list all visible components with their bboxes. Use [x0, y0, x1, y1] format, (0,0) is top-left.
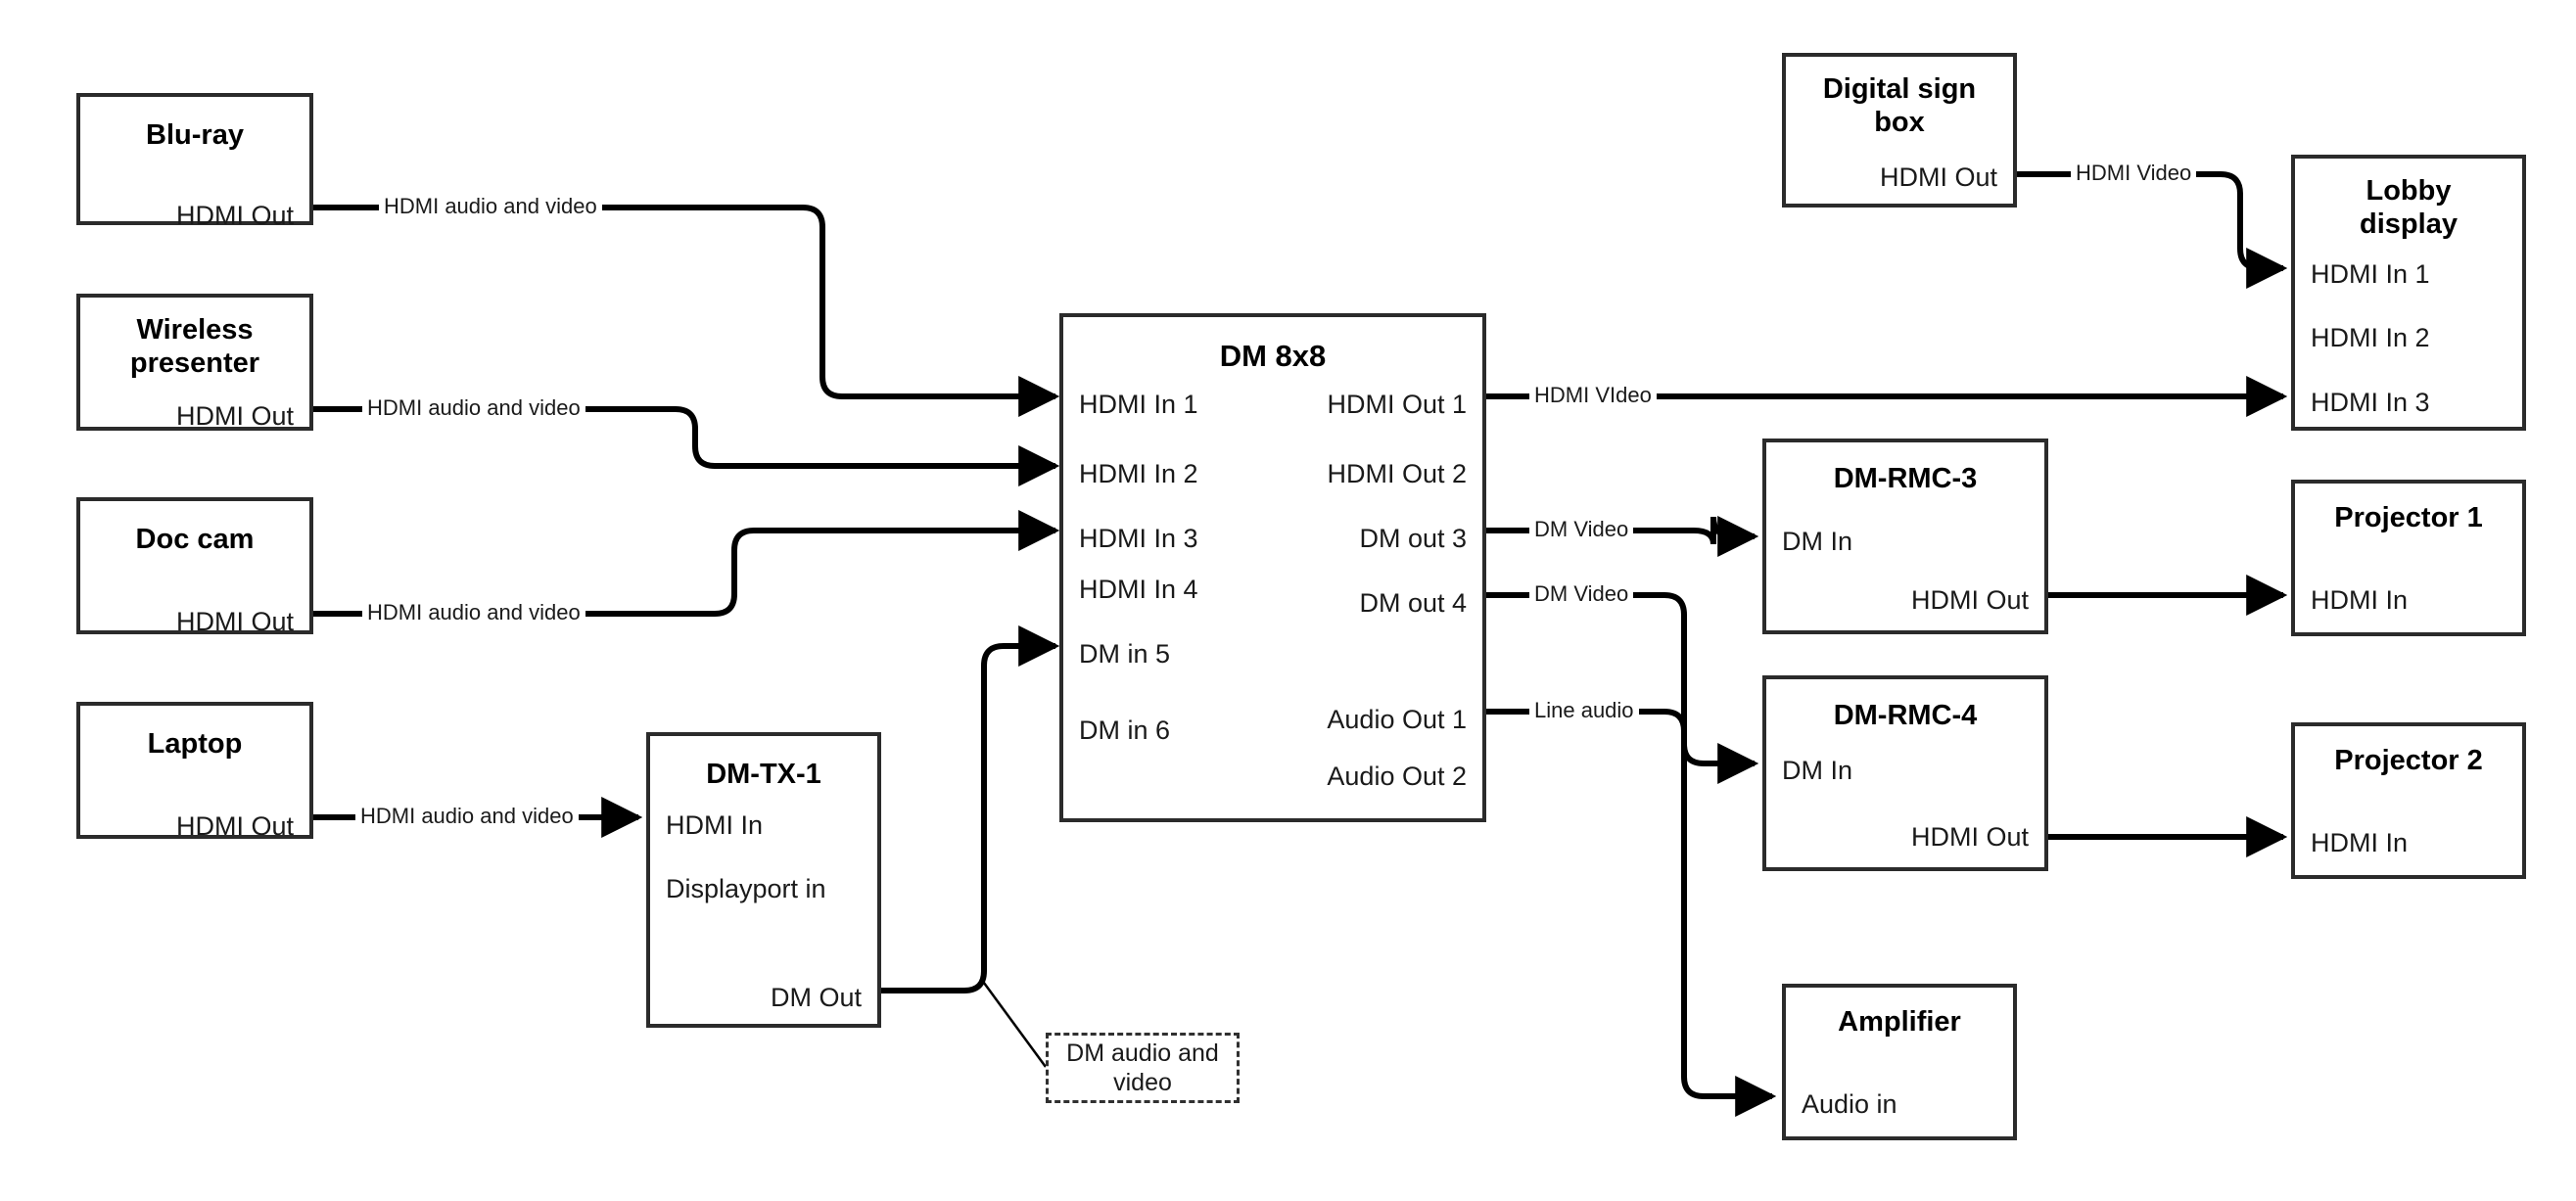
node-digital-sign-box[interactable]: Digital sign box HDMI Out — [1782, 53, 2017, 208]
node-dm-rmc-4-port-hdmi-out: HDMI Out — [1910, 822, 2029, 852]
node-projector-1[interactable]: Projector 1 HDMI In — [2291, 480, 2526, 636]
node-bluray-port-hdmi-out: HDMI Out — [175, 201, 294, 230]
node-dm-rmc-4-port-dm-in: DM In — [1782, 756, 1853, 785]
node-dm-8x8-output-hdmi-out-1: HDMI Out 1 — [1327, 390, 1467, 419]
wire-label-dm-out3-to-rmc3: DM Video — [1529, 519, 1634, 540]
node-lobby-display-input-hdmi-in-2: HDMI In 2 — [2311, 323, 2430, 352]
node-lobby-display-input-hdmi-in-1: HDMI In 1 — [2311, 259, 2430, 289]
node-dm-rmc-3-port-dm-in: DM In — [1782, 527, 1853, 556]
node-wireless-presenter-port-hdmi-out: HDMI Out — [175, 401, 294, 431]
node-dm-8x8-input-hdmi-in-2: HDMI In 2 — [1079, 459, 1198, 488]
node-lobby-display-input-hdmi-in-3: HDMI In 3 — [2311, 388, 2430, 417]
wire-bluray-to-dm-hdmi-in-1 — [313, 205, 1060, 417]
wire-label-audio-out1-to-amplifier: Line audio — [1529, 700, 1639, 721]
node-dm-tx-1-port-dm-out: DM Out — [770, 983, 862, 1012]
node-bluray-title: Blu-ray — [146, 119, 244, 151]
node-projector-2-port-hdmi-in: HDMI In — [2311, 828, 2409, 857]
node-dm-rmc-3-title: DM-RMC-3 — [1833, 463, 1978, 494]
node-dm-8x8-input-hdmi-in-4: HDMI In 4 — [1079, 575, 1198, 604]
node-amplifier-title: Amplifier — [1838, 1006, 1961, 1038]
node-dm-8x8[interactable]: DM 8x8 HDMI In 1 HDMI In 2 HDMI In 3 HDM… — [1059, 313, 1486, 822]
node-digital-sign-box-port-hdmi-out: HDMI Out — [1879, 162, 1997, 192]
node-dm-8x8-input-dm-in-6: DM in 6 — [1079, 716, 1171, 745]
wire-label-dm-out1-to-lobby: HDMI VIdeo — [1529, 385, 1657, 406]
node-dm-8x8-output-hdmi-out-2: HDMI Out 2 — [1327, 459, 1467, 488]
node-dm-tx-1-title: DM-TX-1 — [706, 759, 821, 790]
node-dm-8x8-output-dm-out-4: DM out 4 — [1359, 588, 1467, 618]
wire-audio-out-1-to-amplifier — [1486, 709, 1777, 1117]
wire-label-doccam-to-dm: HDMI audio and video — [362, 602, 585, 624]
node-dm-8x8-title: DM 8x8 — [1219, 339, 1327, 373]
node-projector-1-title: Projector 1 — [2334, 502, 2483, 533]
node-wireless-presenter[interactable]: Wireless presenter HDMI Out — [76, 294, 313, 431]
node-bluray[interactable]: Blu-ray HDMI Out — [76, 93, 313, 229]
node-dm-8x8-input-hdmi-in-1: HDMI In 1 — [1079, 390, 1198, 419]
node-dm-8x8-input-hdmi-in-3: HDMI In 3 — [1079, 524, 1198, 553]
node-dm-tx-1-port-hdmi-in: HDMI In — [666, 810, 764, 840]
node-dm-tx-1[interactable]: DM-TX-1 HDMI In Displayport in DM Out — [646, 732, 881, 1028]
wire-dmtx1-to-dm-in-5 — [881, 625, 1060, 993]
node-doc-cam-title: Doc cam — [135, 524, 255, 555]
node-laptop-port-hdmi-out: HDMI Out — [175, 811, 294, 841]
node-amplifier[interactable]: Amplifier Audio in — [1782, 984, 2017, 1140]
node-digital-sign-box-title: Digital sign box — [1822, 73, 1977, 139]
node-dm-8x8-output-audio-out-2: Audio Out 2 — [1327, 762, 1467, 791]
node-doc-cam-port-hdmi-out: HDMI Out — [175, 607, 294, 636]
wire-label-wireless-to-dm: HDMI audio and video — [362, 397, 585, 419]
wire-label-digitalsign-to-lobby: HDMI Video — [2071, 162, 2197, 184]
note-dm-audio-and-video: DM audio and video — [1046, 1033, 1240, 1103]
wire-dm-out-4-to-dmrmc4 — [1486, 592, 1759, 784]
wire-label-dm-out4-to-rmc4: DM Video — [1529, 583, 1634, 605]
node-dm-rmc-3[interactable]: DM-RMC-3 DM In HDMI Out — [1762, 439, 2048, 634]
node-dm-8x8-input-dm-in-5: DM in 5 — [1079, 639, 1171, 669]
wire-label-laptop-to-dmtx1: HDMI audio and video — [355, 806, 579, 827]
node-doc-cam[interactable]: Doc cam HDMI Out — [76, 497, 313, 636]
node-projector-2-title: Projector 2 — [2334, 745, 2483, 776]
node-lobby-display-title: Lobby display — [2360, 175, 2458, 241]
node-projector-2[interactable]: Projector 2 HDMI In — [2291, 722, 2526, 879]
node-laptop-title: Laptop — [147, 728, 243, 760]
node-amplifier-port-audio-in: Audio in — [1802, 1089, 1897, 1119]
wire-label-bluray-to-dm: HDMI audio and video — [379, 196, 602, 217]
node-dm-rmc-3-port-hdmi-out: HDMI Out — [1910, 585, 2029, 615]
node-dm-8x8-output-dm-out-3: DM out 3 — [1359, 524, 1467, 553]
node-projector-1-port-hdmi-in: HDMI In — [2311, 585, 2409, 615]
node-dm-rmc-4-title: DM-RMC-4 — [1833, 700, 1978, 731]
node-laptop[interactable]: Laptop HDMI Out — [76, 702, 313, 841]
wire-digitalsign-to-lobby-hdmi-in-1 — [2017, 171, 2288, 289]
leader-line-dm-audio-video-note — [979, 978, 1048, 1068]
node-lobby-display[interactable]: Lobby display HDMI In 1 HDMI In 2 HDMI I… — [2291, 155, 2526, 431]
node-dm-tx-1-port-displayport-in: Displayport in — [666, 874, 826, 903]
node-dm-rmc-4[interactable]: DM-RMC-4 DM In HDMI Out — [1762, 675, 2048, 871]
node-wireless-presenter-title: Wireless presenter — [129, 314, 260, 380]
node-dm-8x8-output-audio-out-1: Audio Out 1 — [1327, 705, 1467, 734]
